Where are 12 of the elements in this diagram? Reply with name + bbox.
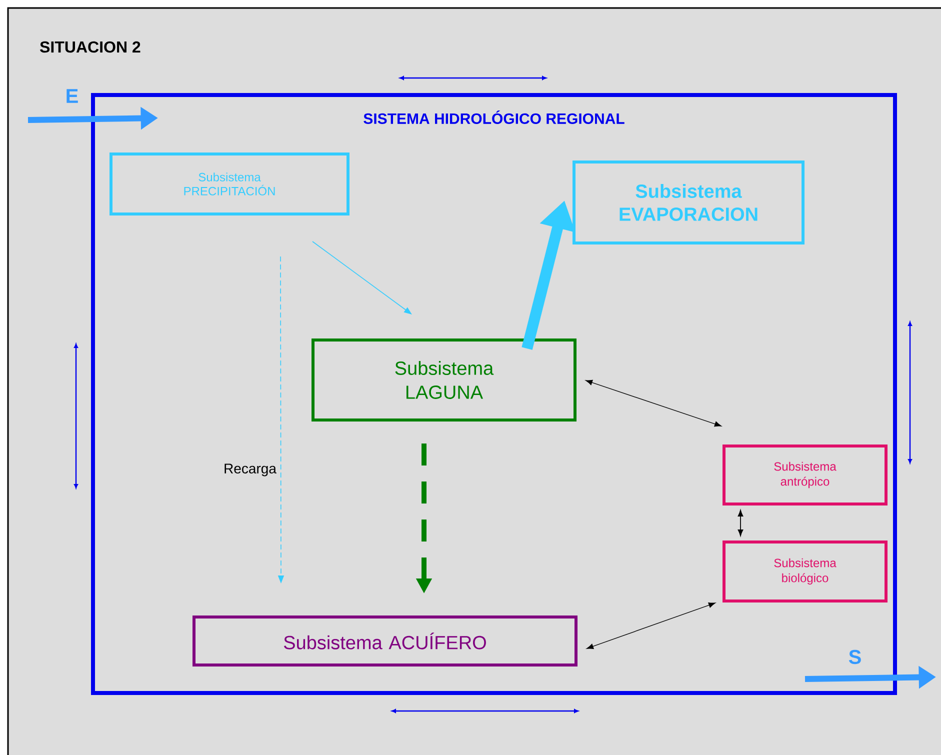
arrow [738, 510, 744, 536]
subsystem-box: Subsistema EVAPORACION [572, 160, 805, 244]
arrow [586, 380, 722, 427]
subsystem-box: Subsistema antrópico [722, 444, 888, 506]
edge-label: Recarga [222, 462, 278, 478]
subsystem-box: Subsistema LAGUNA [312, 338, 576, 422]
edge-label: E [64, 88, 80, 104]
subsystem-box: Subsistema biológico [722, 540, 888, 602]
title: SITUACION 2 [40, 41, 140, 53]
arrow [586, 602, 716, 650]
subsystem-box: Subsistema ACUÍFERO [192, 616, 578, 666]
subsystem-box: Subsistema PRECIPITACIÓN [110, 152, 350, 216]
